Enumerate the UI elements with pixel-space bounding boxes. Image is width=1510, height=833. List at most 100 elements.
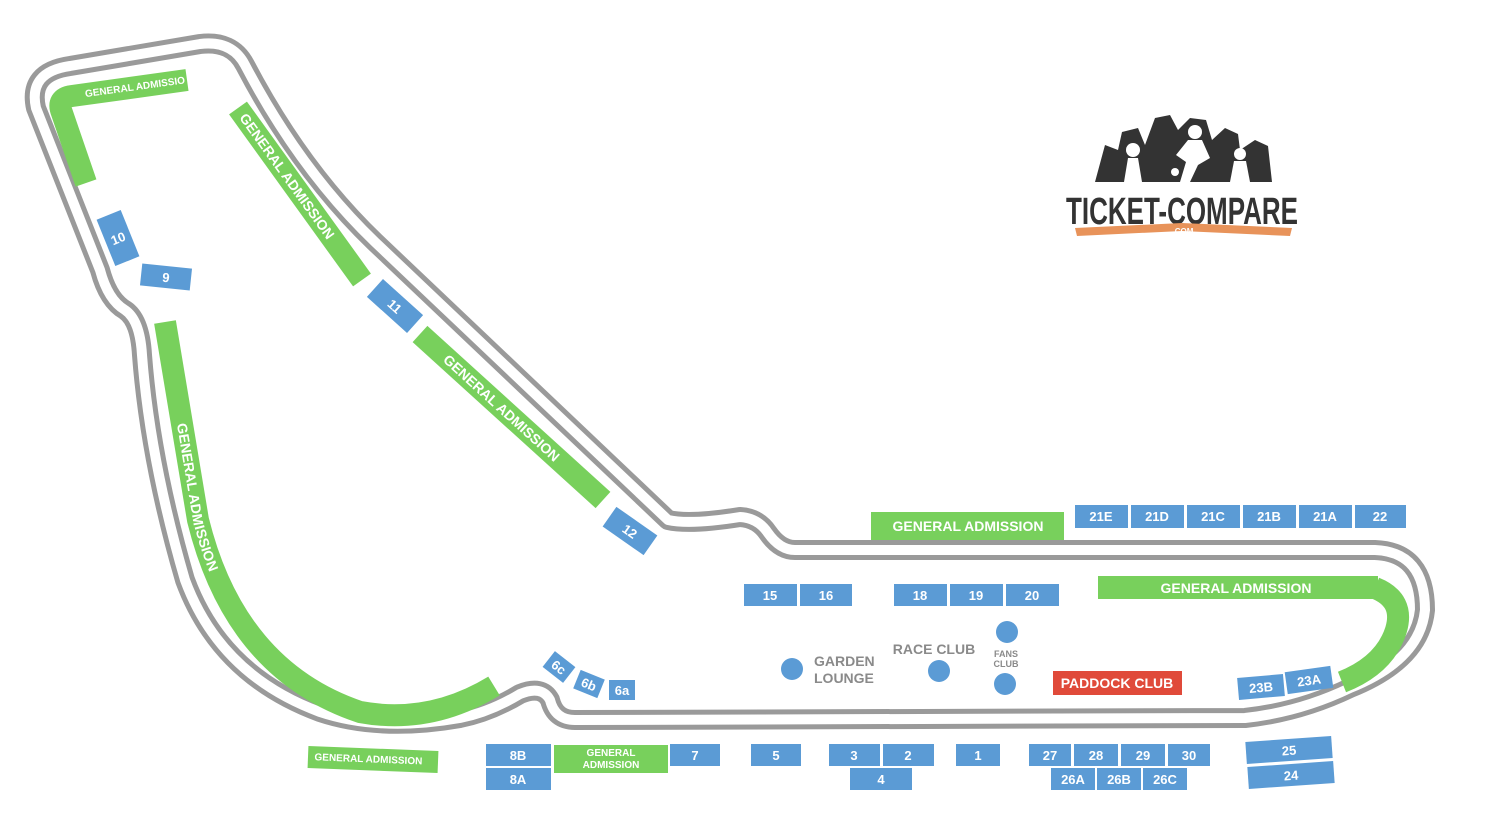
general-admission-box-bottom[interactable]: GENERAL ADMISSION [554, 745, 668, 773]
race-club-marker [928, 660, 950, 682]
svg-text:6a: 6a [615, 683, 630, 698]
stand-29[interactable]: 29 [1121, 744, 1165, 766]
svg-text:5: 5 [772, 748, 779, 763]
general-admission-bottom-left[interactable]: GENERAL ADMISSION [308, 752, 438, 767]
svg-text:1: 1 [974, 748, 981, 763]
svg-text:3: 3 [850, 748, 857, 763]
garden-lounge-label-line1: GARDEN [814, 653, 875, 669]
fans-club-label-line1: FANS [994, 649, 1018, 659]
svg-text:9: 9 [162, 270, 171, 286]
stand-23b[interactable]: 23B [1237, 674, 1285, 700]
stand-11[interactable]: 11 [366, 279, 424, 333]
race-club-label: RACE CLUB [893, 641, 975, 657]
svg-text:21E: 21E [1089, 509, 1112, 524]
stand-24[interactable]: 24 [1247, 761, 1335, 789]
svg-text:8A: 8A [510, 772, 527, 787]
stand-7[interactable]: 7 [670, 744, 720, 766]
logo-ribbon [1075, 223, 1292, 236]
svg-text:4: 4 [877, 772, 885, 787]
stand-25[interactable]: 25 [1245, 736, 1333, 764]
stand-15[interactable]: 15 [744, 584, 797, 606]
stand-5[interactable]: 5 [751, 744, 801, 766]
stand-18[interactable]: 18 [894, 584, 947, 606]
stand-27[interactable]: 27 [1029, 744, 1071, 766]
stand-21c[interactable]: 21C [1187, 505, 1240, 528]
svg-text:28: 28 [1089, 748, 1103, 763]
garden-lounge[interactable]: GARDEN LOUNGE [781, 653, 875, 686]
race-club[interactable]: RACE CLUB [893, 641, 975, 682]
svg-text:8B: 8B [510, 748, 527, 763]
svg-text:23A: 23A [1296, 671, 1322, 689]
logo-tld: .COM [1173, 227, 1194, 236]
svg-text:10: 10 [109, 229, 128, 248]
stand-6c[interactable]: 6c [542, 651, 576, 683]
ga-bottom-left-label: GENERAL ADMISSION [314, 752, 422, 767]
svg-text:26B: 26B [1107, 772, 1131, 787]
svg-text:GENERAL ADMISSION: GENERAL ADMISSION [314, 752, 422, 767]
ga-box-bottom-line1: GENERAL [587, 748, 636, 759]
ticket-compare-logo[interactable]: TICKET-COMPARE .COM [1066, 115, 1298, 236]
stand-22[interactable]: 22 [1355, 505, 1406, 528]
stand-26c[interactable]: 26C [1143, 768, 1187, 790]
svg-text:27: 27 [1043, 748, 1057, 763]
stand-28[interactable]: 28 [1074, 744, 1118, 766]
stand-21e[interactable]: 21E [1075, 505, 1128, 528]
fans-club-label-line2: CLUB [994, 659, 1019, 669]
stand-21b[interactable]: 21B [1243, 505, 1296, 528]
stand-6b[interactable]: 6b [573, 669, 605, 699]
svg-text:6b: 6b [579, 675, 599, 695]
fans-club[interactable]: FANS CLUB [994, 621, 1019, 695]
paddock-club-label: PADDOCK CLUB [1061, 675, 1174, 691]
stand-30[interactable]: 30 [1168, 744, 1210, 766]
svg-text:26C: 26C [1153, 772, 1177, 787]
svg-text:18: 18 [913, 588, 927, 603]
fans-club-marker-top [996, 621, 1018, 643]
stand-16[interactable]: 16 [800, 584, 852, 606]
svg-text:2: 2 [904, 748, 911, 763]
stand-10[interactable]: 10 [96, 209, 140, 267]
general-admission-box-top[interactable]: GENERAL ADMISSION [871, 512, 1064, 540]
svg-text:21B: 21B [1257, 509, 1281, 524]
stand-19[interactable]: 19 [950, 584, 1003, 606]
svg-text:23B: 23B [1249, 679, 1274, 696]
svg-text:12: 12 [619, 521, 639, 542]
stand-20[interactable]: 20 [1006, 584, 1059, 606]
garden-lounge-label-line2: LOUNGE [814, 670, 874, 686]
stand-26a[interactable]: 26A [1051, 768, 1095, 790]
stand-8b[interactable]: 8B [486, 744, 551, 766]
svg-text:21D: 21D [1145, 509, 1169, 524]
ga-box-top-label: GENERAL ADMISSION [893, 518, 1044, 534]
stand-23a[interactable]: 23A [1284, 665, 1334, 695]
svg-text:21A: 21A [1313, 509, 1337, 524]
general-admission-right[interactable]: GENERAL ADMISSION [1098, 576, 1410, 693]
svg-text:22: 22 [1373, 509, 1387, 524]
svg-text:20: 20 [1025, 588, 1039, 603]
ga-box-bottom-line2: ADMISSION [583, 760, 640, 771]
stand-4[interactable]: 4 [850, 768, 912, 790]
ga-right-label: GENERAL ADMISSION [1161, 580, 1312, 596]
garden-lounge-marker [781, 658, 803, 680]
svg-text:24: 24 [1283, 767, 1299, 783]
stand-12[interactable]: 12 [602, 506, 658, 556]
svg-text:26A: 26A [1061, 772, 1085, 787]
stand-2[interactable]: 2 [883, 744, 934, 766]
stand-6a[interactable]: 6a [609, 680, 635, 700]
stand-8a[interactable]: 8A [486, 768, 551, 790]
svg-text:29: 29 [1136, 748, 1150, 763]
stand-1[interactable]: 1 [956, 744, 1000, 766]
svg-text:30: 30 [1182, 748, 1196, 763]
general-admission-left-curve[interactable]: GENERAL ADMISSION [165, 322, 494, 715]
stand-26b[interactable]: 26B [1097, 768, 1141, 790]
svg-text:16: 16 [819, 588, 833, 603]
stand-21d[interactable]: 21D [1131, 505, 1184, 528]
stand-9[interactable]: 9 [139, 263, 193, 291]
paddock-club[interactable]: PADDOCK CLUB [1053, 671, 1182, 695]
fans-club-marker-bottom [994, 673, 1016, 695]
svg-text:21C: 21C [1201, 509, 1225, 524]
svg-text:15: 15 [763, 588, 777, 603]
svg-text:7: 7 [691, 748, 698, 763]
stand-21a[interactable]: 21A [1299, 505, 1352, 528]
svg-text:25: 25 [1281, 743, 1296, 759]
stand-3[interactable]: 3 [829, 744, 880, 766]
